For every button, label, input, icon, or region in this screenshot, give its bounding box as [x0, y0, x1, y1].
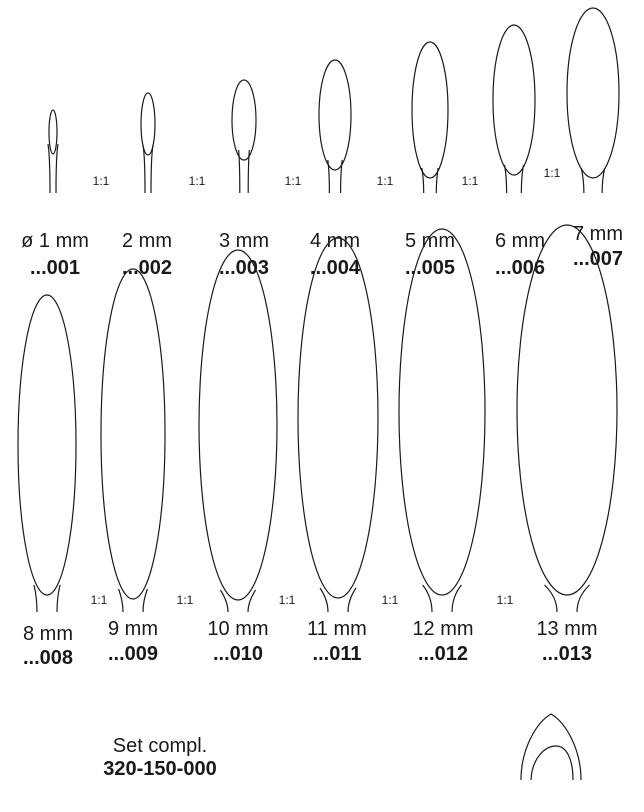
spoon-stem-right: [340, 159, 343, 194]
spoon-stem-left: [327, 159, 330, 194]
size-label: 4 mm: [310, 230, 360, 252]
spoon-head: [492, 24, 536, 176]
spoon-stem-left: [33, 584, 38, 613]
size-label: 5 mm: [405, 230, 455, 252]
spoon-head: [516, 224, 618, 596]
size-label: 9 mm: [108, 618, 158, 640]
set-number: 320-150-000: [103, 758, 217, 780]
size-label: 6 mm: [495, 230, 545, 252]
spoon-2: [140, 92, 156, 194]
spoon-head: [231, 79, 257, 161]
spoon-stem-right: [247, 149, 250, 194]
spoon-head: [100, 268, 166, 600]
article-code: ...003: [219, 257, 269, 279]
article-code: ...012: [418, 643, 468, 665]
spoon-stem-right: [576, 584, 590, 613]
spoon-head: [398, 228, 486, 596]
spoon-stem-left: [422, 584, 433, 613]
scale-label: 1:1: [382, 593, 399, 607]
article-code: ...006: [495, 257, 545, 279]
size-label: ø 1 mm: [21, 230, 89, 252]
article-code: ...009: [108, 643, 158, 665]
article-code: ...004: [310, 257, 361, 279]
scale-label: 1:1: [93, 174, 110, 188]
scale-label: 1:1: [462, 174, 479, 188]
spoon-stem-left: [421, 167, 425, 194]
spoon-11: [297, 237, 379, 613]
spoon-stem-left: [219, 589, 229, 613]
size-label: 12 mm: [412, 618, 473, 640]
spoon-13: [516, 224, 618, 613]
scale-label: 1:1: [377, 174, 394, 188]
scale-label: 1:1: [91, 593, 108, 607]
spoon-stem-right: [435, 167, 439, 194]
spoon-stem-left: [319, 587, 329, 613]
set-title: Set compl.: [112, 735, 208, 757]
size-label: 3 mm: [219, 230, 269, 252]
spoon-head: [566, 7, 620, 179]
spoon-shapes: [17, 7, 620, 613]
size-label: 2 mm: [122, 230, 172, 252]
spoon-stem-left: [47, 143, 51, 194]
article-code: ...002: [122, 257, 172, 279]
spoon-12: [398, 228, 486, 613]
set-case-outline: [520, 713, 582, 781]
spoon-8: [17, 294, 77, 613]
spoon-4: [318, 59, 352, 194]
spoon-stem-right: [347, 587, 357, 613]
spoon-stem-right: [142, 588, 148, 613]
spoon-5: [411, 41, 449, 194]
spoon-10: [198, 249, 278, 613]
article-code: ...008: [23, 647, 73, 669]
scale-label: 1:1: [189, 174, 206, 188]
spoon-stem-right: [56, 584, 61, 613]
spoon-stem-right: [520, 164, 525, 194]
spoon-3: [231, 79, 257, 194]
article-code: ...011: [313, 643, 362, 665]
spoon-9: [100, 268, 166, 613]
size-label: 10 mm: [207, 618, 268, 640]
article-code: ...007: [573, 248, 623, 270]
spoon-stem-left: [580, 167, 585, 194]
size-label: 13 mm: [536, 618, 597, 640]
scale-label: 1:1: [279, 593, 296, 607]
spoon-7: [566, 7, 620, 194]
spoon-head: [318, 59, 352, 171]
size-label: 11 mm: [307, 618, 367, 640]
scale-label: 1:1: [177, 593, 194, 607]
spoon-6: [492, 24, 536, 194]
spoon-head: [17, 294, 77, 596]
spoon-head: [411, 41, 449, 179]
size-label: 8 mm: [23, 623, 73, 645]
size-label: 7 mm: [573, 223, 623, 245]
size-labels: ø 1 mm ...001 1:1 2 mm ...002 1:1 3 mm ...003 1:…: [21, 166, 623, 669]
scale-label: 1:1: [544, 166, 561, 180]
scale-label: 1:1: [285, 174, 302, 188]
partial-set-icon: [520, 713, 582, 781]
spoon-stem-left: [118, 588, 124, 613]
scale-label: 1:1: [497, 593, 514, 607]
spoon-stem-right: [55, 143, 59, 194]
spoon-stem-right: [601, 167, 606, 194]
set-case-inner: [530, 745, 574, 781]
spoon-head: [198, 249, 278, 601]
spoon-head: [297, 237, 379, 599]
spoon-head: [140, 92, 156, 156]
spoon-stem-right: [451, 584, 462, 613]
article-code: ...005: [405, 257, 455, 279]
spoon-stem-left: [544, 584, 558, 613]
spoon-stem-left: [238, 149, 241, 194]
spoon-1: [47, 109, 59, 194]
spoon-stem-left: [142, 144, 146, 194]
article-code: ...010: [213, 643, 263, 665]
article-code: ...013: [542, 643, 592, 665]
spoon-head: [48, 109, 58, 155]
spoon-stem-left: [503, 164, 508, 194]
spoon-stem-right: [247, 589, 257, 613]
spoon-stem-right: [150, 144, 154, 194]
article-code: ...001: [30, 257, 80, 279]
